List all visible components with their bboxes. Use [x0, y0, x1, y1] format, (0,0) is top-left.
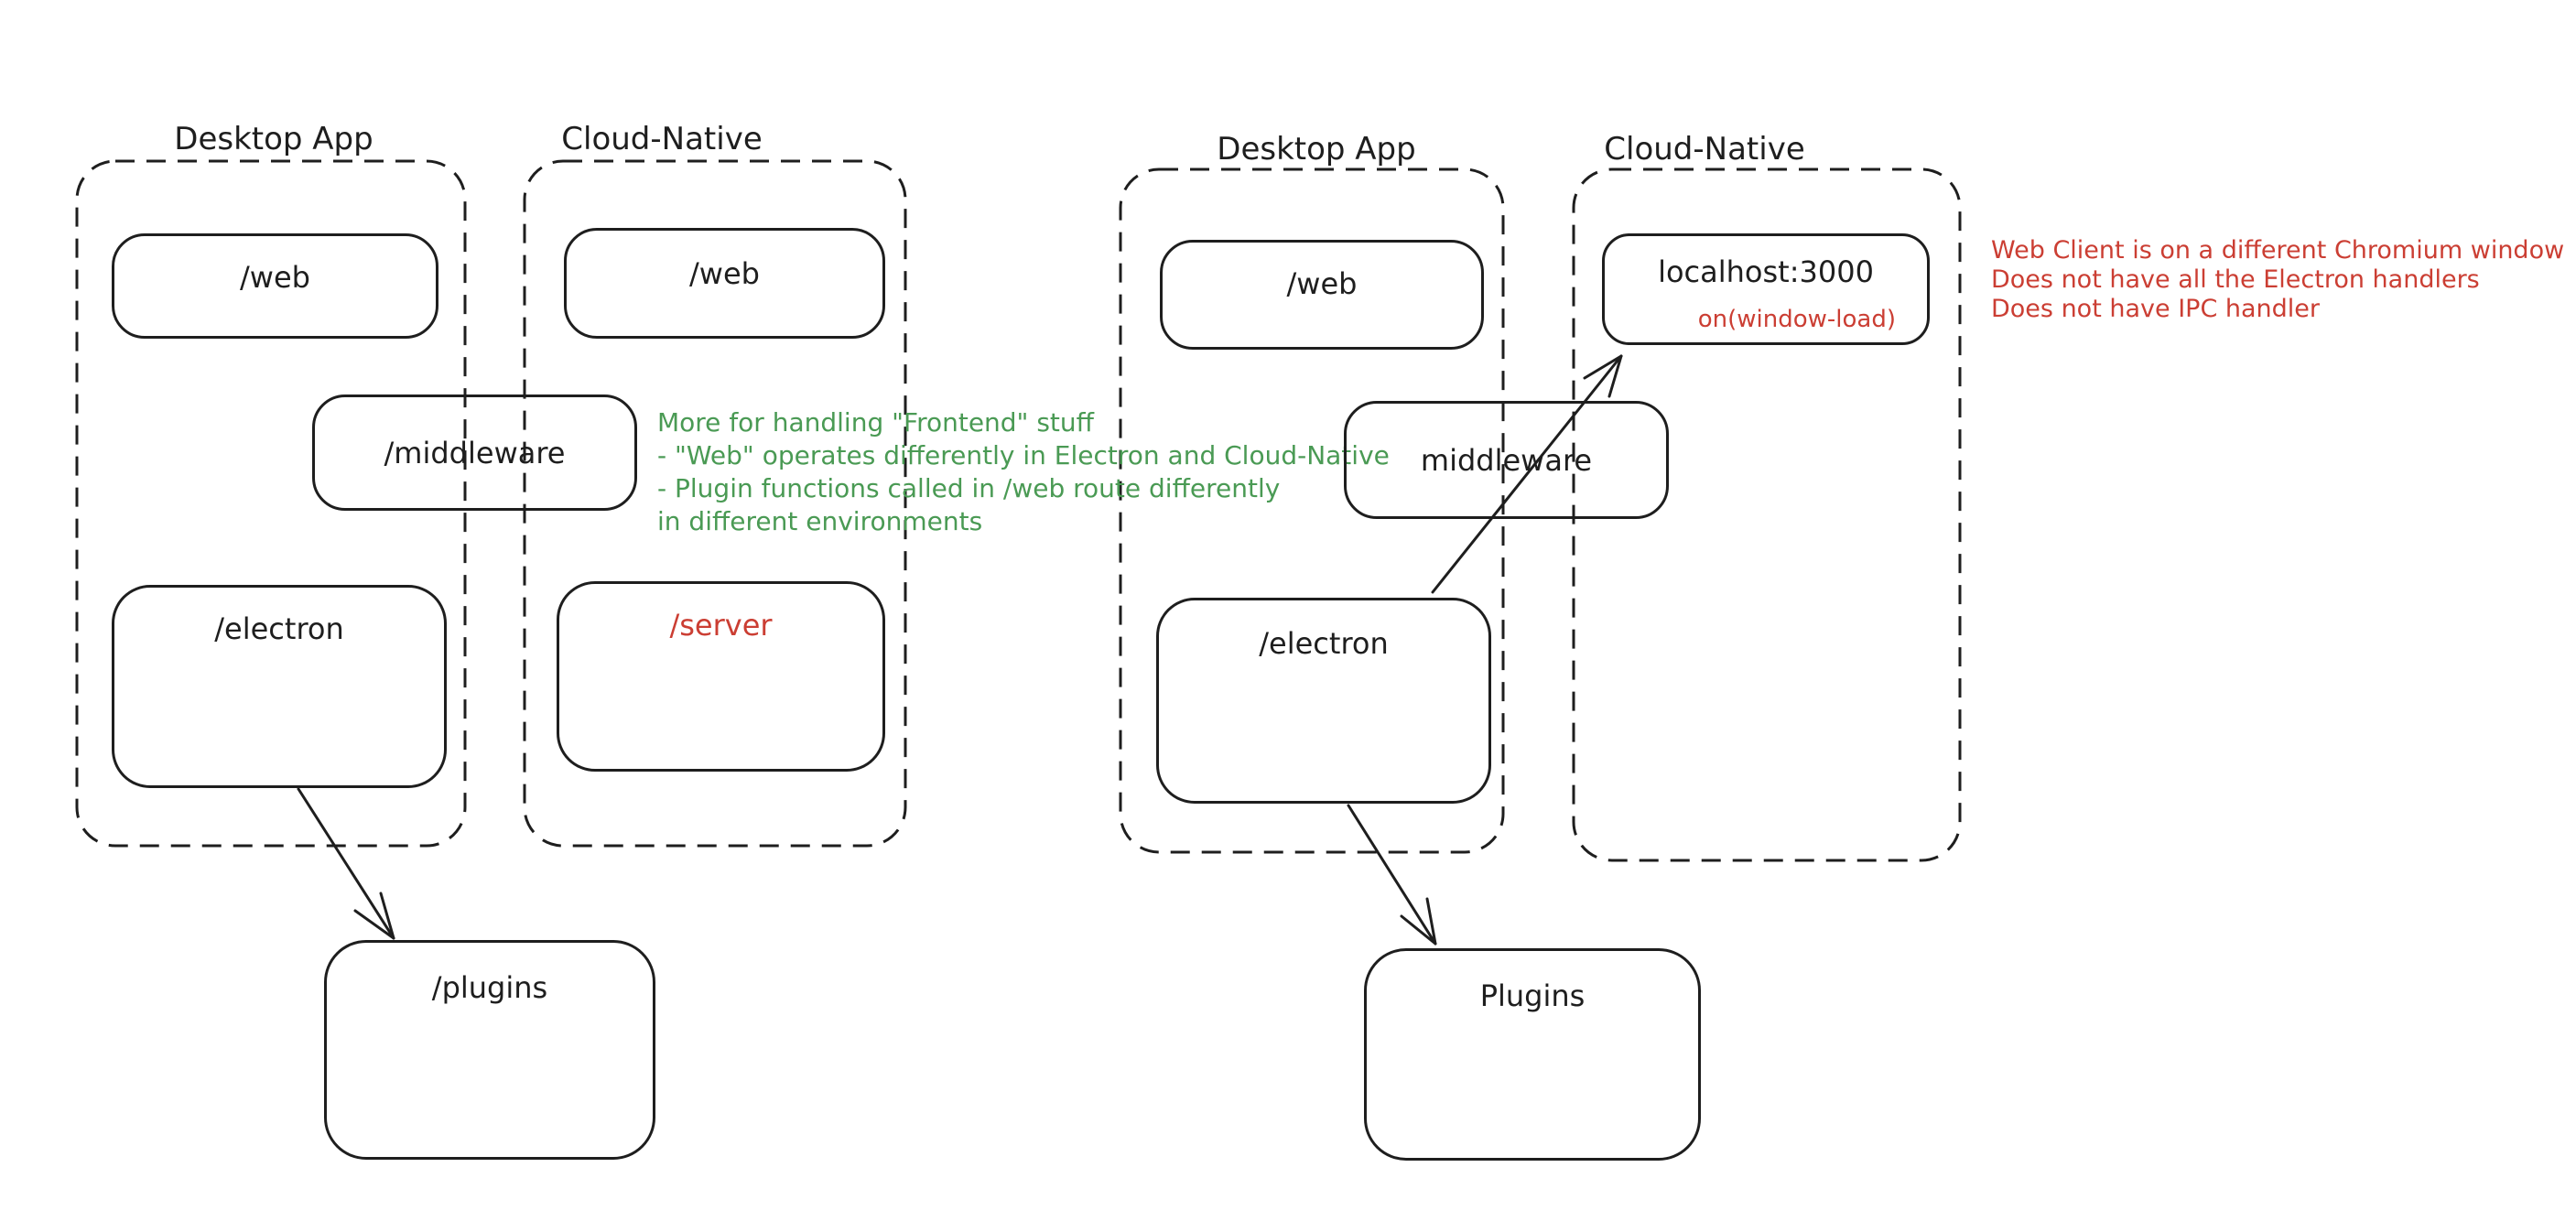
- node-electron-left-label: /electron: [214, 611, 344, 646]
- node-server-left-label: /server: [669, 608, 773, 643]
- green-annotation-line: in different environments: [657, 506, 983, 536]
- node-localhost-3000-label: localhost:3000: [1658, 254, 1874, 289]
- title-cloud-native-right: Cloud-Native: [1604, 131, 1805, 168]
- arrow-electron-to-plugins-right: [1347, 804, 1437, 946]
- node-web-desktop-right-label: /web: [1286, 266, 1358, 301]
- title-desktop-app-right: Desktop App: [1217, 131, 1416, 168]
- node-plugins-left: /plugins: [324, 940, 655, 1160]
- on-window-load-label: on(window-load): [1697, 306, 1896, 333]
- node-plugins-left-label: /plugins: [431, 970, 548, 1005]
- green-annotation-line: - Plugin functions called in /web route …: [657, 473, 1281, 503]
- node-web-desktop-right: /web: [1160, 240, 1484, 350]
- node-web-cloud-left: /web: [564, 228, 885, 339]
- arrow-electron-to-plugins-left: [297, 787, 395, 940]
- node-web-desktop-left-label: /web: [240, 260, 310, 295]
- node-electron-left: /electron: [112, 585, 447, 788]
- green-annotation: More for handling "Frontend" stuff - "We…: [657, 406, 1390, 538]
- node-server-left: /server: [557, 581, 885, 772]
- node-web-desktop-left: /web: [112, 233, 438, 339]
- title-desktop-app-left: Desktop App: [174, 121, 373, 157]
- node-middleware-right: middleware: [1344, 401, 1669, 519]
- node-web-cloud-left-label: /web: [689, 256, 760, 291]
- node-middleware-left: /middleware: [312, 394, 637, 511]
- node-plugins-right: Plugins: [1364, 948, 1701, 1161]
- red-annotation-line: Web Client is on a different Chromium wi…: [1991, 236, 2565, 265]
- red-annotation-line: Does not have IPC handler: [1991, 295, 2321, 323]
- node-electron-right: /electron: [1156, 598, 1491, 804]
- node-localhost-3000: localhost:3000 on(window-load): [1602, 233, 1930, 345]
- node-electron-right-label: /electron: [1259, 626, 1389, 661]
- node-plugins-right-label: Plugins: [1479, 978, 1586, 1013]
- green-annotation-line: - "Web" operates differently in Electron…: [657, 440, 1390, 470]
- title-cloud-native-left: Cloud-Native: [561, 121, 763, 157]
- node-middleware-left-label: /middleware: [384, 435, 566, 470]
- node-middleware-right-label: middleware: [1420, 442, 1593, 478]
- red-annotation-line: Does not have all the Electron handlers: [1991, 265, 2480, 294]
- green-annotation-line: More for handling "Frontend" stuff: [657, 407, 1094, 438]
- red-annotation: Web Client is on a different Chromium wi…: [1991, 236, 2564, 324]
